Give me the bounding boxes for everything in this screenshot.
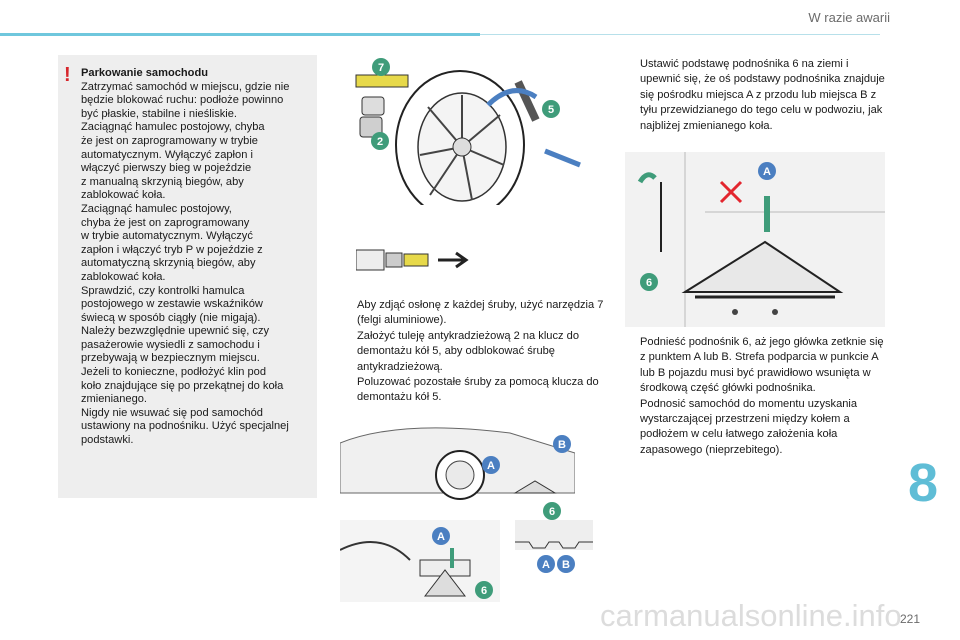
warning-line: w trybie automatycznym. Wyłączyć: [81, 230, 253, 243]
warning-line: z manualną skrzynią biegów, aby: [81, 175, 244, 188]
badge-sill-b: B: [562, 559, 570, 571]
wheel-tools-figure: 7 5 2: [340, 55, 585, 205]
tool-sequence-figure: [356, 244, 471, 276]
warning-line: koło znajdujące się po przekątnej do koł…: [81, 379, 284, 392]
badge-5: 5: [548, 104, 554, 116]
warning-line: zapłon i włączyć tryb P w pojeździe z: [81, 243, 263, 256]
warning-line: zablokować koła.: [81, 270, 166, 283]
car-6-badge: 6: [542, 501, 562, 521]
badge-jack-6-placement: 6: [646, 277, 652, 289]
warning-line: być płaskie, stabilne i nieśliskie.: [81, 107, 238, 120]
warning-line: automatycznym. Wyłączyć zapłon i: [81, 148, 253, 161]
warning-box: [58, 55, 317, 498]
chapter-number: 8: [908, 453, 939, 513]
badge-car-6: 6: [549, 506, 555, 518]
section-title: W razie awarii: [808, 10, 890, 25]
warning-line: Sprawdzić, czy kontrolki hamulca: [81, 284, 245, 297]
step-item: Założyć tuleję antykradzieżową 2 na kluc…: [340, 329, 605, 375]
step-text: Podnieść podnośnik 6, aż jego główka zet…: [640, 336, 884, 395]
middle-steps: Aby zdjąć osłonę z każdej śruby, użyć na…: [340, 298, 605, 406]
warning-line: podstawki.: [81, 434, 134, 447]
warning-line: chyba że jest on zaprogramowany: [81, 216, 250, 229]
warning-line: postojowego w zestawie wskaźników: [81, 298, 263, 311]
step-item: Aby zdjąć osłonę z każdej śruby, użyć na…: [340, 298, 605, 329]
step-item: Poluzować pozostałe śruby za pomocą kluc…: [340, 375, 605, 406]
warning-line: Jeżeli to konieczne, podłożyć klin pod: [81, 366, 267, 379]
badge-jack-a: A: [437, 531, 445, 543]
step-item: Podnosić samochód do momentu uzyskania w…: [623, 397, 885, 459]
right-steps-bottom: Podnieść podnośnik 6, aż jego główka zet…: [623, 335, 885, 458]
warning-line: będzie blokować ruchu: podłoże powinno: [81, 94, 284, 107]
badge-sill-a: A: [542, 559, 550, 571]
warning-line: zablokować koła.: [81, 189, 166, 202]
sill-detail-figure: A B: [515, 520, 593, 580]
warning-line: że jest on zaprogramowany w trybie: [81, 134, 258, 147]
warning-line: Nigdy nie wsuwać się pod samochód: [81, 406, 263, 419]
header-accent-bar: [0, 33, 480, 36]
badge-jack-6: 6: [481, 585, 487, 597]
warning-text: Parkowanie samochodu Zatrzymać samochód …: [81, 67, 315, 448]
warning-line: pasażerowie wysiedli z samochodu i: [81, 338, 260, 351]
header-rule: [480, 34, 880, 35]
badge-car-b: B: [558, 439, 566, 451]
step-text: Aby zdjąć osłonę z każdej śruby, użyć na…: [357, 299, 604, 327]
warning-line: Zaciągnąć hamulec postojowy, chyba: [81, 121, 265, 134]
exclamation-icon: !: [64, 64, 71, 86]
watermark: carmanualsonline.info: [600, 598, 902, 633]
badge-jack-point-a: A: [763, 166, 771, 178]
jack-placement-figure: A 6: [625, 152, 885, 327]
step-item: Ustawić podstawę podnośnika 6 na ziemi i…: [623, 57, 885, 134]
step-text: Podnosić samochód do momentu uzyskania w…: [640, 397, 858, 456]
warning-line: włączyć pierwszy bieg w pojeździe: [81, 162, 252, 175]
badge-car-a: A: [487, 460, 495, 472]
step-text: Założyć tuleję antykradzieżową 2 na kluc…: [357, 329, 579, 373]
warning-line: Zaciągnąć hamulec postojowy,: [81, 202, 232, 215]
step-text: Ustawić podstawę podnośnika 6 na ziemi i…: [640, 58, 885, 132]
jack-under-car-figure: A 6: [340, 520, 500, 602]
warning-line: zmienianego.: [81, 393, 147, 406]
car-jack-points-figure: B A: [340, 423, 575, 518]
warning-line: ustawiony na podnośniku. Użyć specjalnej: [81, 420, 289, 433]
right-steps-top: Ustawić podstawę podnośnika 6 na ziemi i…: [623, 57, 885, 134]
warning-line: Należy bezwzględnie upewnić się, czy: [81, 325, 270, 338]
step-item: Podnieść podnośnik 6, aż jego główka zet…: [623, 335, 885, 397]
warning-line: Zatrzymać samochód w miejscu, gdzie nie: [81, 80, 290, 93]
page-number: 221: [900, 612, 921, 626]
warning-title: Parkowanie samochodu: [81, 67, 208, 79]
step-text: Poluzować pozostałe śruby za pomocą kluc…: [357, 376, 599, 404]
warning-line: przebywają w bezpiecznym miejscu.: [81, 352, 260, 365]
warning-line: automatyczną skrzynią biegów, aby: [81, 257, 256, 270]
warning-line: świecą w sposób ciągły (nie migają).: [81, 311, 261, 324]
badge-7: 7: [378, 62, 384, 74]
badge-2: 2: [377, 136, 383, 148]
